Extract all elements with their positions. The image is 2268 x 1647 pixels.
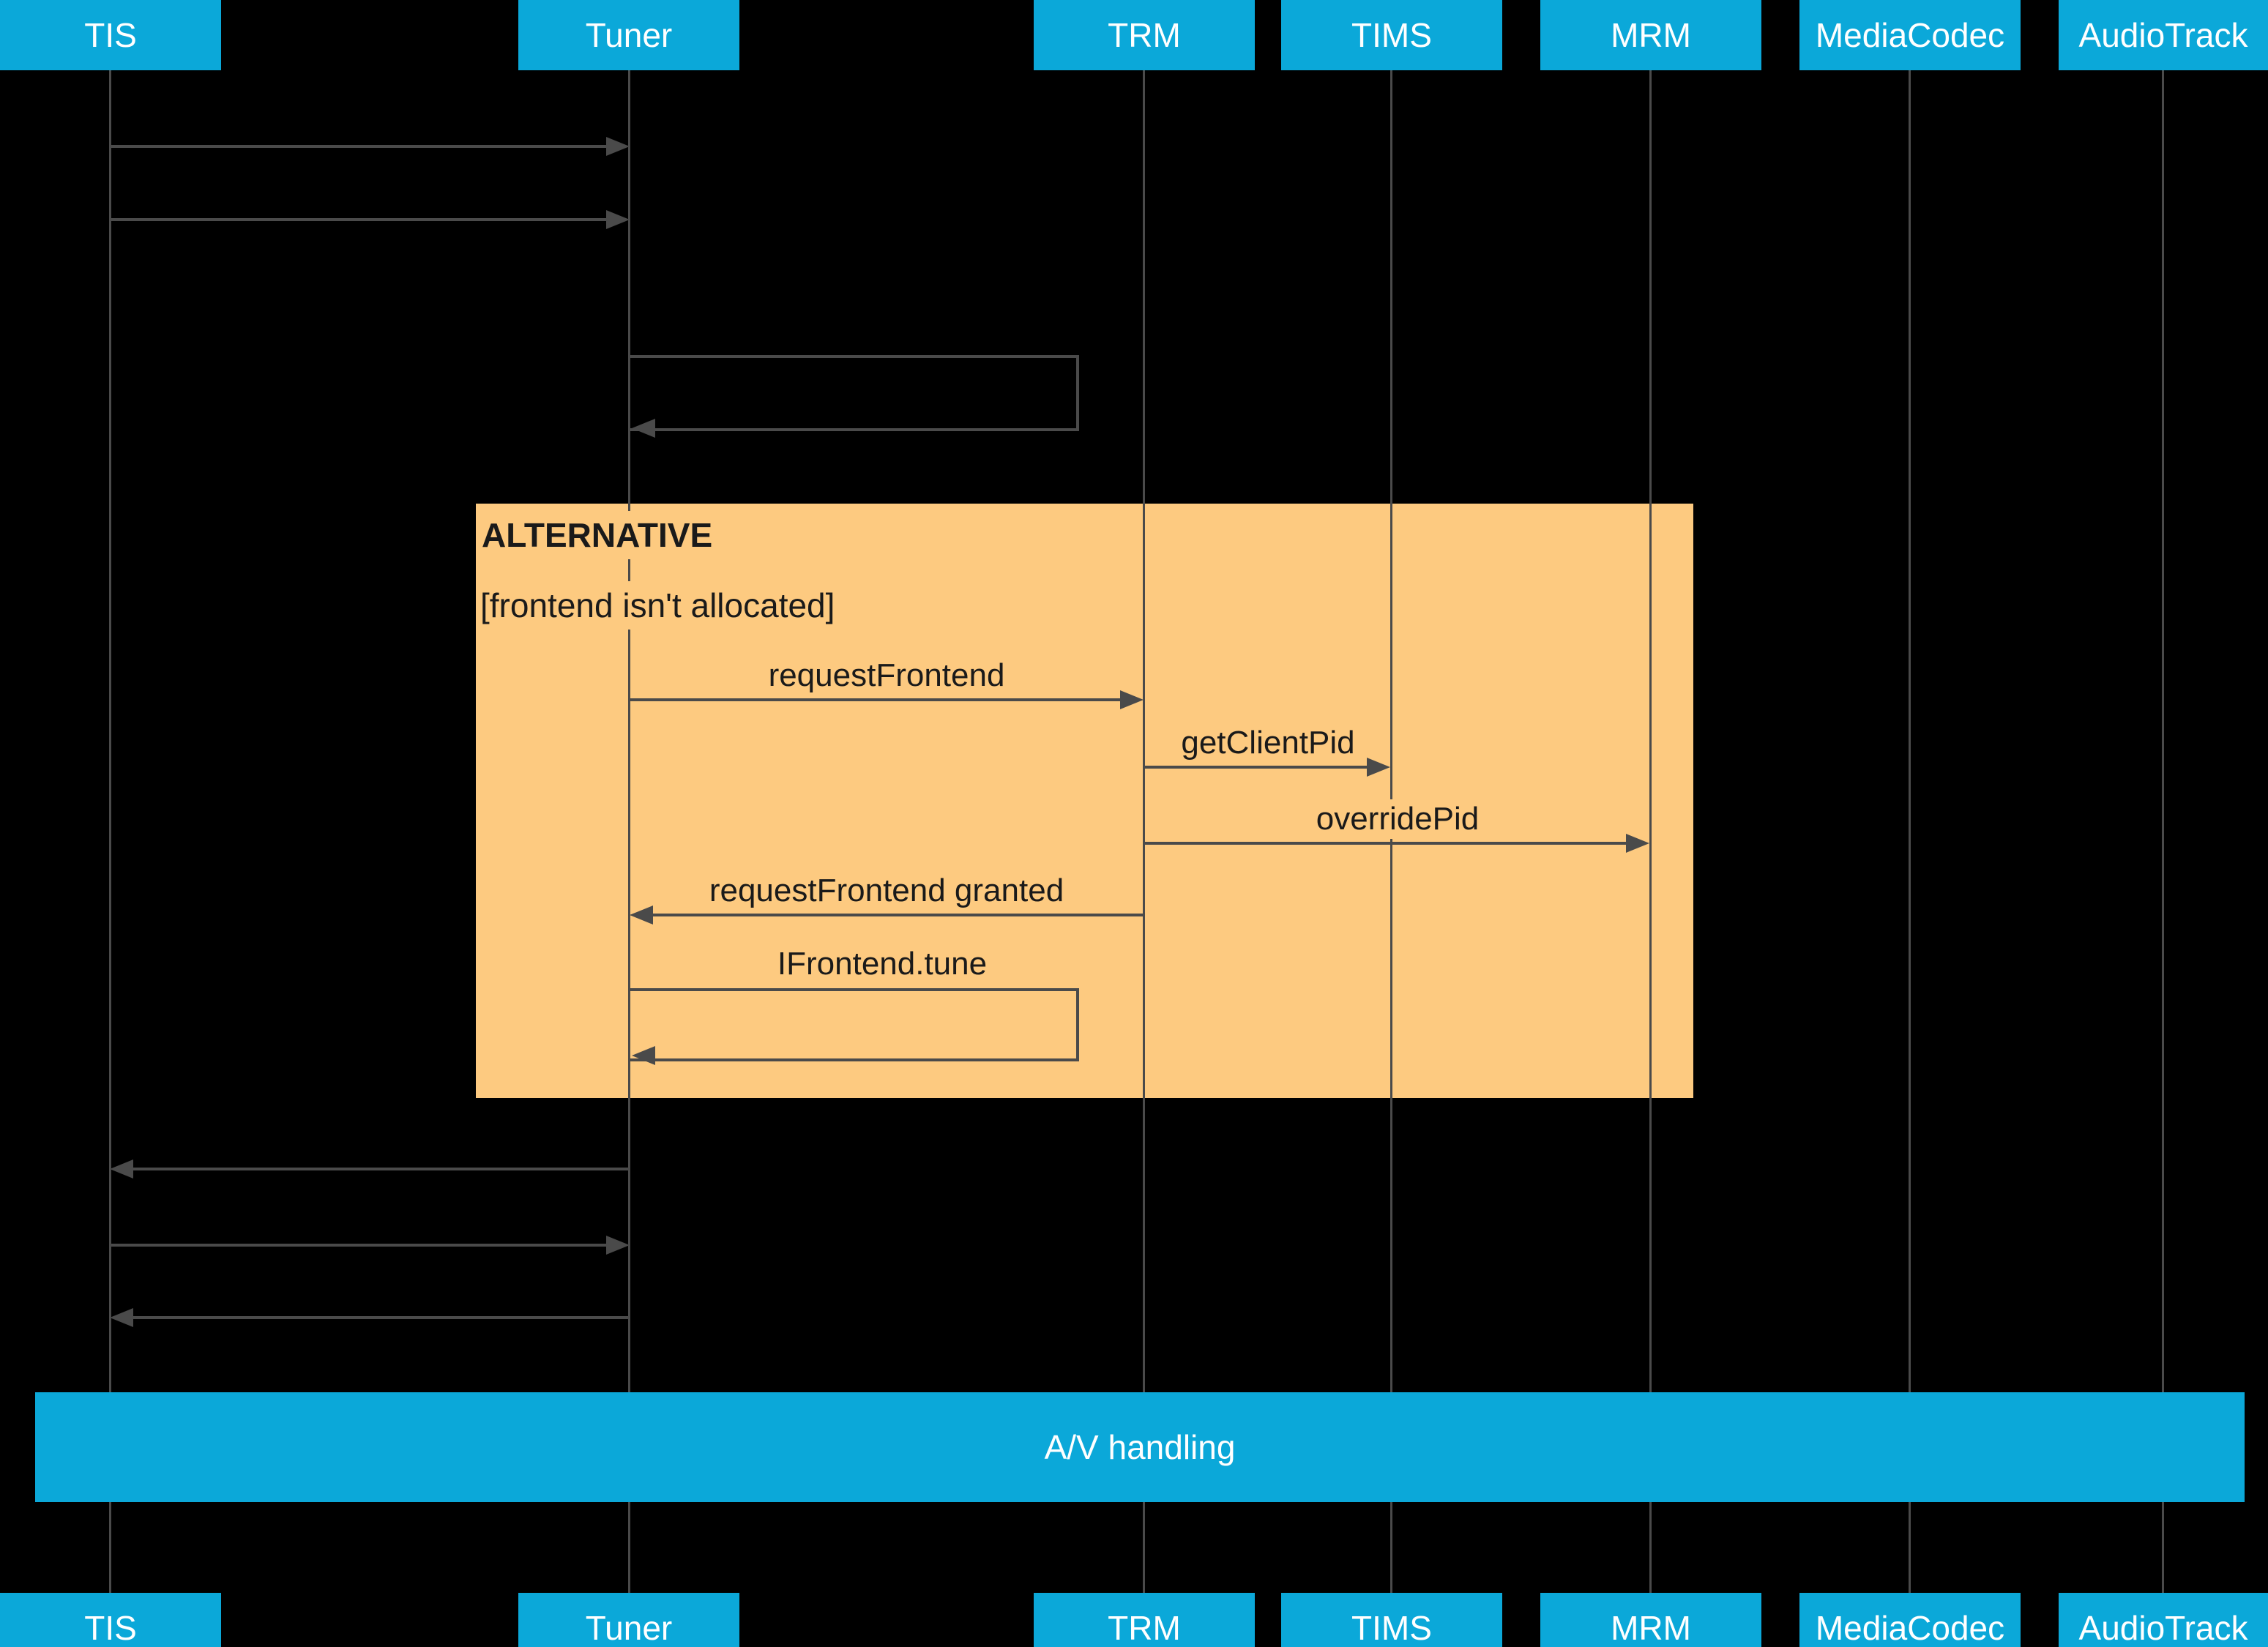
lifeline-tuner (628, 70, 630, 1593)
lifeline-tis (109, 70, 111, 1593)
lifeline-mrm (1649, 70, 1652, 1593)
participant-bottom-tuner: Tuner (518, 1593, 739, 1647)
message-arrow-tis-tuner-2 (110, 218, 608, 221)
participant-top-mediacodec: MediaCodec (1799, 0, 2021, 70)
arrowhead-tuner-tis-2 (110, 1308, 133, 1327)
message-label-request-frontend: requestFrontend (759, 656, 1014, 695)
participant-top-trm: TRM (1034, 0, 1255, 70)
message-label-request-frontend-granted: requestFrontend granted (700, 871, 1073, 911)
message-arrow-get-client-pid (1144, 766, 1368, 769)
participant-top-tims: TIMS (1281, 0, 1502, 70)
message-label-get-client-pid: getClientPid (1172, 723, 1364, 763)
message-arrow-tuner-tis-2 (132, 1316, 628, 1319)
arrowhead-self-call-1 (632, 419, 655, 438)
arrowhead-get-client-pid (1367, 758, 1390, 777)
participant-bottom-audiotrack: AudioTrack (2059, 1593, 2268, 1647)
participant-bottom-mediacodec: MediaCodec (1799, 1593, 2021, 1647)
message-label-ifrontend-tune: IFrontend.tune (768, 944, 996, 984)
arrowhead-tis-tuner-2 (606, 210, 630, 229)
arrowhead-tis-tuner-1 (606, 137, 630, 156)
message-arrow-tis-tuner-3 (110, 1244, 608, 1247)
lifeline-mediacodec (1909, 70, 1911, 1593)
alt-fragment-guard: [frontend isn't allocated] (476, 581, 846, 630)
participant-top-tuner: Tuner (518, 0, 739, 70)
arrowhead-tis-tuner-3 (606, 1236, 630, 1255)
lifeline-audiotrack (2162, 70, 2164, 1593)
participant-bottom-tis: TIS (0, 1593, 221, 1647)
arrowhead-tuner-tis-1 (110, 1159, 133, 1179)
participant-bottom-mrm: MRM (1540, 1593, 1761, 1647)
lifeline-trm (1143, 70, 1145, 1593)
message-arrow-tuner-tis-1 (132, 1168, 628, 1170)
av-handling-label: A/V handling (1044, 1428, 1236, 1466)
message-arrow-tis-tuner-1 (110, 145, 608, 148)
message-label-override-pid: overridePid (1307, 799, 1488, 839)
message-arrow-request-frontend (630, 698, 1122, 701)
self-call-tuner-2 (629, 988, 1079, 1061)
message-arrow-override-pid (1144, 842, 1627, 845)
participant-bottom-tims: TIMS (1281, 1593, 1502, 1647)
arrowhead-request-frontend-granted (630, 905, 653, 925)
av-handling-bar: A/V handling (35, 1392, 2245, 1502)
alt-fragment-title: ALTERNATIVE (480, 511, 723, 559)
self-call-tuner-1 (629, 355, 1079, 431)
participant-top-tis: TIS (0, 0, 221, 70)
arrowhead-self-call-2 (632, 1046, 655, 1065)
message-arrow-request-frontend-granted (652, 914, 1144, 916)
arrowhead-override-pid (1626, 834, 1649, 853)
participant-top-mrm: MRM (1540, 0, 1761, 70)
arrowhead-request-frontend (1120, 690, 1144, 709)
participant-top-audiotrack: AudioTrack (2059, 0, 2268, 70)
participant-bottom-trm: TRM (1034, 1593, 1255, 1647)
